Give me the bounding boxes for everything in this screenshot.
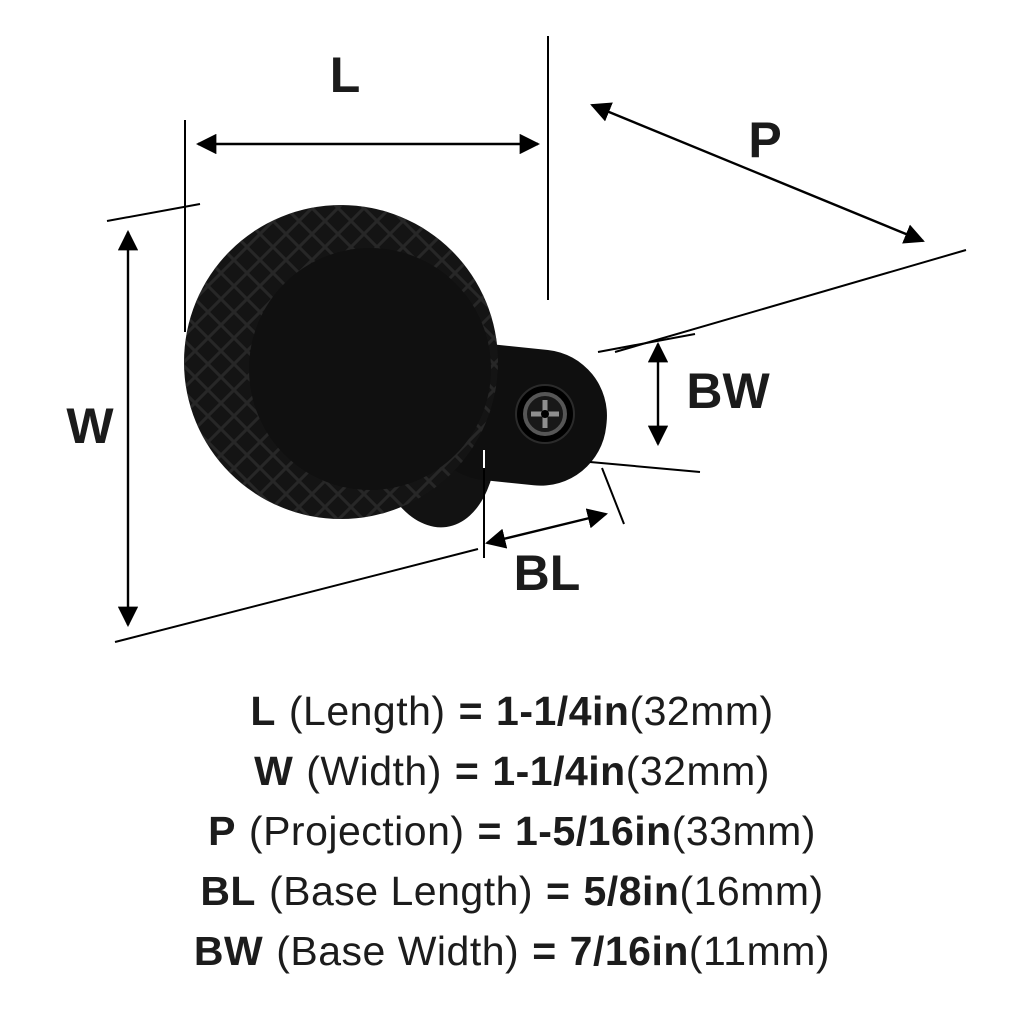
spec-list: L (Length) = 1-1/4in (32mm) W (Width) = …: [0, 688, 1024, 975]
spec-equals: =: [454, 748, 480, 794]
spec-line-base-width: BW (Base Width) = 7/16in (11mm): [194, 928, 830, 975]
spec-line-base-length: BL (Base Length) = 5/8in (16mm): [200, 868, 823, 915]
spec-label: L: [250, 688, 276, 734]
spec-value-pair: 1-1/4in (32mm): [492, 748, 770, 795]
spec-equals: =: [477, 808, 502, 854]
dim-arrow-base-length: [485, 508, 608, 549]
spec-name: (Width): [306, 748, 442, 794]
spec-equals: =: [532, 928, 557, 974]
dim-label-base-length: BL: [514, 545, 581, 601]
spec-name: (Length): [288, 688, 446, 734]
knob-illustration: [184, 205, 607, 528]
dim-label-width: W: [66, 398, 114, 454]
spec-value: 1-5/16in: [515, 808, 672, 854]
extension-lines: [106, 36, 967, 643]
screw-head-icon: [515, 384, 575, 444]
ext-line-bl-right: [601, 467, 625, 525]
ext-line-bw-bottom: [589, 461, 701, 473]
ext-line-w-top: [106, 203, 201, 222]
spec-name: (Base Width): [276, 928, 520, 974]
dimension-arrows: [117, 102, 925, 628]
ext-line-p-right: [614, 249, 967, 353]
spec-label: P: [208, 808, 236, 854]
spec-value: 1-1/4in: [496, 688, 630, 734]
spec-equals: =: [458, 688, 484, 734]
spec-value: 5/8in: [583, 868, 680, 914]
spec-value-pair: 5/8in (16mm): [584, 868, 824, 915]
spec-label: BL: [200, 868, 256, 914]
spec-name: (Projection): [248, 808, 465, 854]
ext-line-w-bottom: [114, 548, 479, 643]
spec-value: 1-1/4in: [492, 748, 626, 794]
spec-value: 7/16in: [569, 928, 689, 974]
spec-line-width: W (Width) = 1-1/4in (32mm): [254, 748, 770, 795]
spec-equals: =: [546, 868, 571, 914]
dim-label-projection: P: [748, 112, 781, 168]
spec-metric: (16mm): [679, 868, 824, 914]
spec-value-pair: 1-5/16in (33mm): [515, 808, 816, 855]
spec-metric: (32mm): [629, 688, 774, 734]
spec-line-length: L (Length) = 1-1/4in (32mm): [250, 688, 773, 735]
spec-metric: (33mm): [671, 808, 816, 854]
spec-value-pair: 1-1/4in (32mm): [496, 688, 774, 735]
ext-line-bw-top: [597, 333, 696, 353]
dim-label-base-width: BW: [686, 363, 770, 419]
dim-arrow-projection: [590, 102, 925, 244]
spec-label: W: [254, 748, 294, 794]
knob-face-inner: [249, 248, 491, 490]
dim-label-length: L: [330, 47, 361, 103]
spec-value-pair: 7/16in (11mm): [570, 928, 830, 975]
spec-label: BW: [193, 928, 264, 974]
spec-metric: (32mm): [625, 748, 770, 794]
spec-name: (Base Length): [268, 868, 534, 914]
spec-metric: (11mm): [688, 928, 831, 974]
spec-line-projection: P (Projection) = 1-5/16in (33mm): [208, 808, 816, 855]
